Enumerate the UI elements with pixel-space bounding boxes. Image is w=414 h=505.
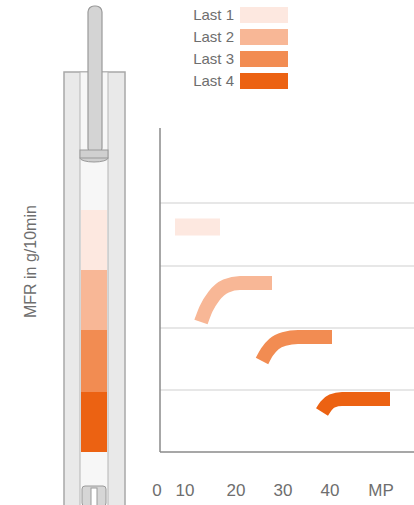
legend-label: Last 4 bbox=[140, 72, 234, 90]
grid-lines bbox=[160, 203, 414, 390]
legend-label: Last 3 bbox=[140, 50, 234, 68]
legend-swatch bbox=[240, 7, 288, 23]
tick-label: 40 bbox=[321, 481, 340, 501]
melt-band bbox=[81, 392, 107, 452]
mfr-curve bbox=[322, 399, 390, 412]
mfr-curve bbox=[262, 337, 332, 361]
legend-label: Last 2 bbox=[140, 28, 234, 46]
legend-swatch bbox=[240, 51, 288, 67]
axis-title: MFR in g/10min bbox=[20, 206, 39, 319]
melt-band bbox=[81, 210, 107, 270]
die bbox=[82, 486, 106, 505]
melt-band bbox=[81, 270, 107, 330]
mfr-curve bbox=[201, 283, 272, 322]
mfr-curve bbox=[175, 219, 220, 236]
piston-rod bbox=[88, 6, 102, 154]
x-axis bbox=[160, 451, 414, 453]
tick-label: 10 bbox=[176, 481, 195, 501]
tick-label: 30 bbox=[274, 481, 293, 501]
legend-label: Last 1 bbox=[140, 6, 234, 24]
y-axis bbox=[159, 128, 161, 452]
melt-band bbox=[81, 330, 107, 392]
tick-label: 20 bbox=[227, 481, 246, 501]
piston-head bbox=[80, 150, 108, 158]
legend-swatch bbox=[240, 29, 288, 45]
tick-label: MP bbox=[368, 481, 394, 501]
die-orifice bbox=[91, 488, 97, 505]
tick-label: 0 bbox=[152, 481, 161, 501]
legend-swatch bbox=[240, 73, 288, 89]
